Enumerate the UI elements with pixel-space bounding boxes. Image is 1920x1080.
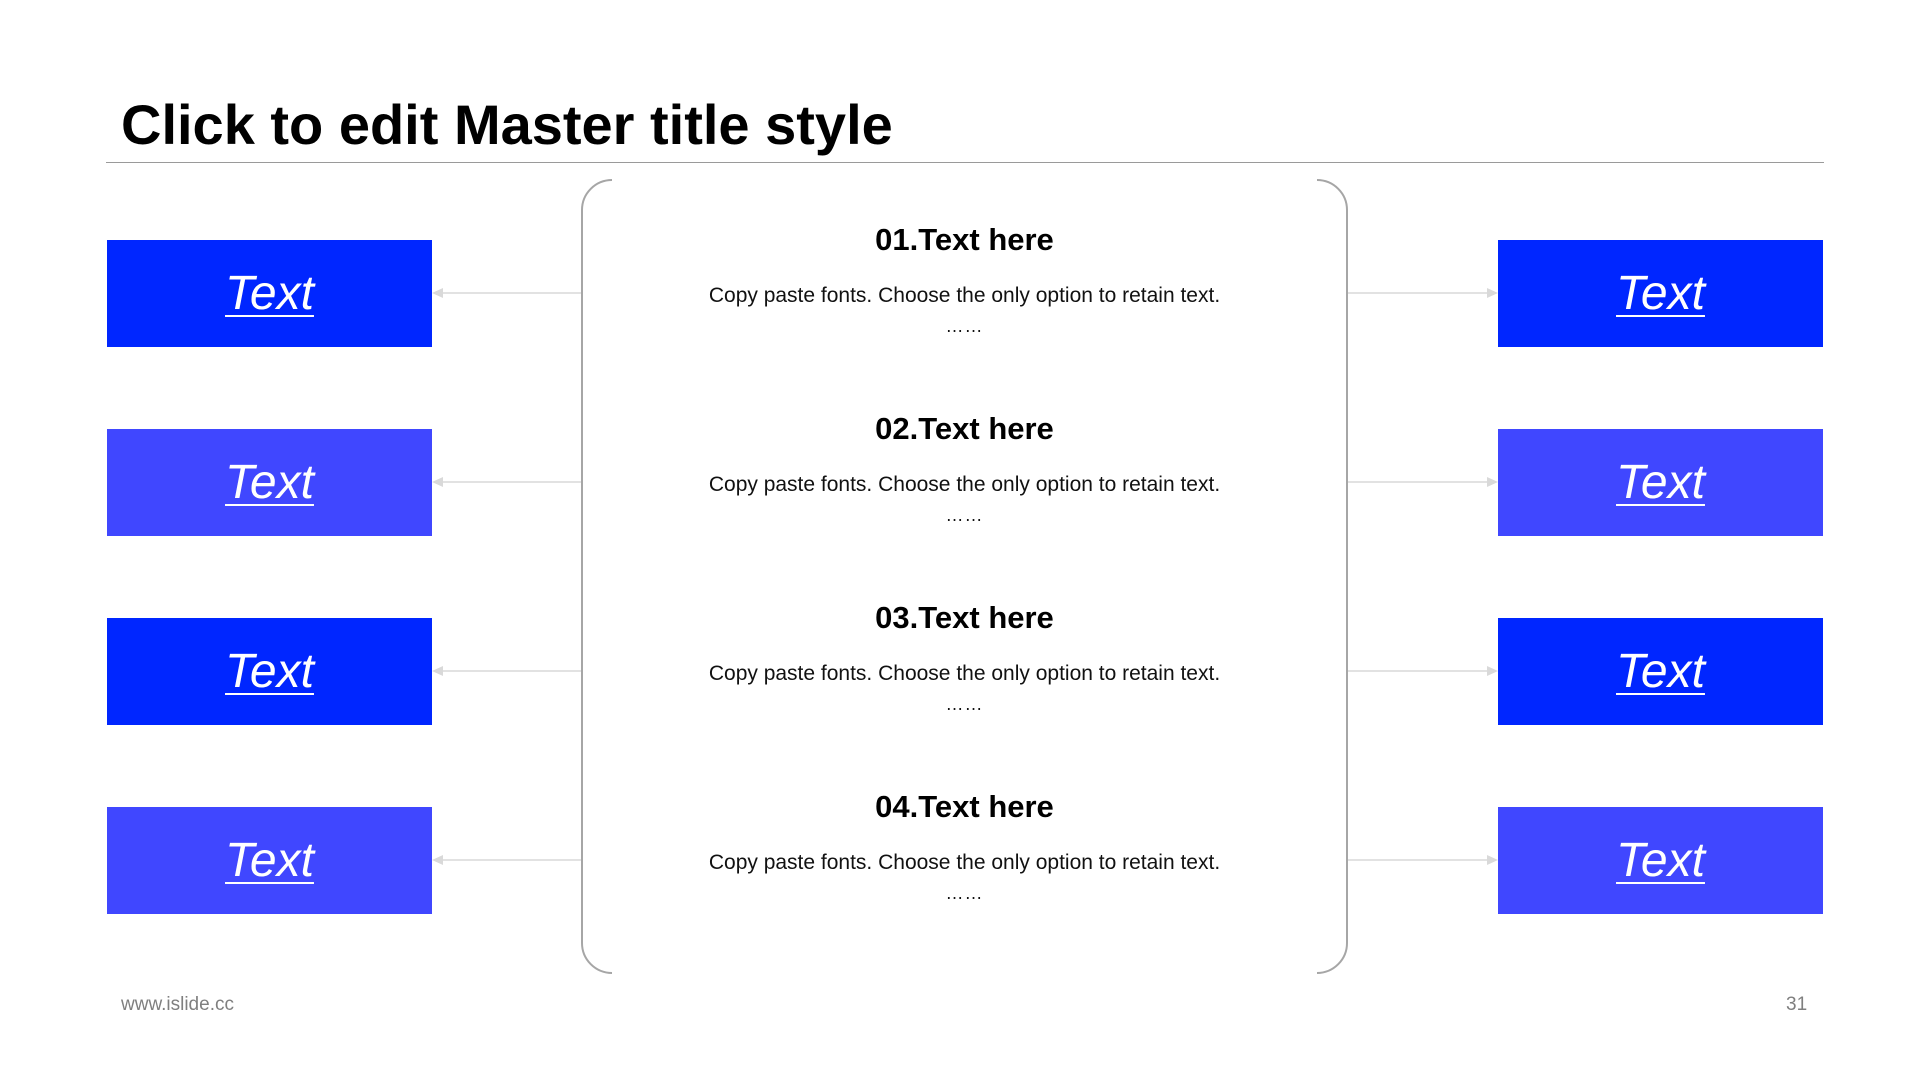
right-connector-arrow-4	[1348, 855, 1498, 865]
left-text-box-4[interactable]: Text	[107, 807, 432, 914]
right-text-box-4[interactable]: Text	[1498, 807, 1823, 914]
right-text-box-1[interactable]: Text	[1498, 240, 1823, 347]
item-heading[interactable]: 02.Text here	[875, 411, 1054, 446]
slide-title[interactable]: Click to edit Master title style	[121, 93, 893, 156]
left-connector-arrow-4	[432, 855, 582, 865]
item-heading[interactable]: 03.Text here	[875, 600, 1054, 635]
page-number: 31	[1786, 994, 1808, 1015]
right-text-box-2[interactable]: Text	[1498, 429, 1823, 536]
left-connector-arrow-2	[432, 477, 582, 487]
item-ellipsis[interactable]: ……	[945, 694, 984, 714]
item-ellipsis[interactable]: ……	[945, 883, 984, 903]
left-text-box-2[interactable]: Text	[107, 429, 432, 536]
item-heading[interactable]: 01.Text here	[875, 222, 1054, 257]
footer-url: www.islide.cc	[121, 994, 234, 1015]
title-divider	[106, 162, 1824, 163]
item-body[interactable]: Copy paste fonts. Choose the only option…	[708, 473, 1221, 496]
left-text-box-1[interactable]: Text	[107, 240, 432, 347]
left-text-box-3[interactable]: Text	[107, 618, 432, 725]
list-item-3: 03.Text here Copy paste fonts. Choose th…	[581, 600, 1348, 715]
left-connector-arrow-3	[432, 666, 582, 676]
center-bracket-panel	[581, 179, 1348, 974]
right-connector-arrow-2	[1348, 477, 1498, 487]
item-body[interactable]: Copy paste fonts. Choose the only option…	[708, 851, 1221, 874]
item-ellipsis[interactable]: ……	[945, 505, 984, 525]
item-ellipsis[interactable]: ……	[945, 316, 984, 336]
item-heading[interactable]: 04.Text here	[875, 789, 1054, 824]
list-item-1: 01.Text here Copy paste fonts. Choose th…	[581, 222, 1348, 337]
list-item-4: 04.Text here Copy paste fonts. Choose th…	[581, 789, 1348, 904]
right-connector-arrow-1	[1348, 288, 1498, 298]
list-item-2: 02.Text here Copy paste fonts. Choose th…	[581, 411, 1348, 526]
item-body[interactable]: Copy paste fonts. Choose the only option…	[708, 284, 1221, 307]
item-body[interactable]: Copy paste fonts. Choose the only option…	[708, 662, 1221, 685]
left-connector-arrow-1	[432, 288, 582, 298]
right-text-box-3[interactable]: Text	[1498, 618, 1823, 725]
right-connector-arrow-3	[1348, 666, 1498, 676]
